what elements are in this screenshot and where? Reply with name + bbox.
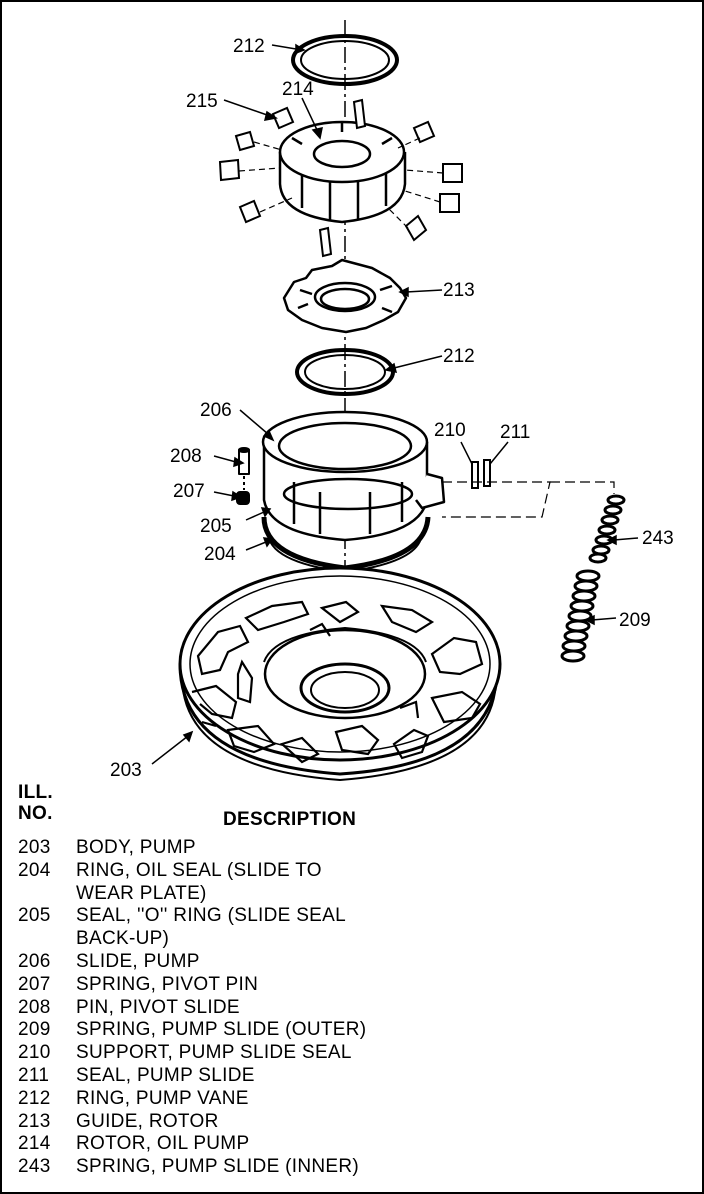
legend-rows: 203 BODY, PUMP 204 RING, OIL SEAL (SLIDE TO… xyxy=(18,837,698,1179)
legend-part-description: SLIDE, PUMP xyxy=(76,950,200,972)
spring-alignment-line xyxy=(442,481,615,518)
legend-part-number: 214 xyxy=(18,1133,51,1155)
legend-row: BACK-UP) xyxy=(18,928,698,951)
legend-part-number: 207 xyxy=(18,973,51,995)
callout-206: 206 xyxy=(200,400,232,421)
legend-row: 205 SEAL, ''O'' RING (SLIDE SEAL xyxy=(18,905,698,928)
legend-part-description: WEAR PLATE) xyxy=(76,882,207,904)
legend-part-description: ROTOR, OIL PUMP xyxy=(76,1133,250,1155)
legend-part-number: 203 xyxy=(18,837,51,858)
legend-row: WEAR PLATE) xyxy=(18,883,698,906)
legend-row: 210 SUPPORT, PUMP SLIDE SEAL xyxy=(18,1042,698,1065)
callout-209: 209 xyxy=(619,610,651,631)
legend-part-number: 211 xyxy=(18,1064,50,1086)
callout-203: 203 xyxy=(110,760,142,781)
callout-210: 210 xyxy=(434,420,466,441)
rotor-guide xyxy=(282,258,408,334)
legend-row: 213 GUIDE, ROTOR xyxy=(18,1111,698,1134)
leader-lines xyxy=(151,43,639,765)
callout-213: 213 xyxy=(443,280,475,301)
legend-part-number: 213 xyxy=(18,1110,51,1132)
legend-part-number: 210 xyxy=(18,1042,51,1064)
legend-part-description: BACK-UP) xyxy=(76,928,170,950)
callout-243: 243 xyxy=(642,528,674,549)
legend-part-description: SEAL, ''O'' RING (SLIDE SEAL xyxy=(76,905,346,927)
legend-part-number: 206 xyxy=(18,950,51,972)
callout-215: 215 xyxy=(186,91,218,112)
legend-row: 214 ROTOR, OIL PUMP xyxy=(18,1133,698,1156)
legend-row: 243 SPRING, PUMP SLIDE (INNER) xyxy=(18,1156,698,1179)
callout-212-top: 212 xyxy=(233,36,265,57)
exploded-pump-diagram: 212 214 215 213 212 206 210 211 208 207 … xyxy=(110,20,674,781)
legend-header-ill: ILL. NO. xyxy=(18,782,53,824)
legend-row: 209 SPRING, PUMP SLIDE (OUTER) xyxy=(18,1019,698,1042)
callout-212-lower: 212 xyxy=(443,346,475,367)
legend-row: 207 SPRING, PIVOT PIN xyxy=(18,974,698,997)
vane-direction-lines xyxy=(238,137,444,229)
legend-row: 203 BODY, PUMP xyxy=(18,837,698,860)
legend-part-description: SPRING, PUMP SLIDE (INNER) xyxy=(76,1156,359,1178)
legend-part-description: SEAL, PUMP SLIDE xyxy=(76,1064,255,1086)
legend-row: 212 RING, PUMP VANE xyxy=(18,1088,698,1111)
callout-204: 204 xyxy=(204,544,236,565)
callout-207: 207 xyxy=(173,481,205,502)
pump-slide xyxy=(261,410,446,542)
callout-numbers: 212 214 215 213 212 206 210 211 208 207 … xyxy=(110,36,674,781)
callout-211: 211 xyxy=(500,422,530,443)
legend-part-description: RING, OIL SEAL (SLIDE TO xyxy=(76,859,322,881)
legend-part-number: 209 xyxy=(18,1019,51,1041)
outer-slide-spring xyxy=(560,569,601,663)
legend-part-number: 204 xyxy=(18,859,51,881)
callout-205: 205 xyxy=(200,516,232,537)
vane-ring-top xyxy=(291,34,399,86)
legend-part-number: 205 xyxy=(18,905,51,927)
pump-body-passages xyxy=(191,600,484,764)
rotor-vanes xyxy=(218,98,463,258)
oil-pump-rotor xyxy=(278,120,407,224)
callout-208: 208 xyxy=(170,446,202,467)
legend-part-number: 243 xyxy=(18,1156,51,1178)
legend-part-description: PIN, PIVOT SLIDE xyxy=(76,996,240,1018)
legend-part-description: SPRING, PUMP SLIDE (OUTER) xyxy=(76,1019,367,1041)
legend-row: 206 SLIDE, PUMP xyxy=(18,951,698,974)
legend-row: 211 SEAL, PUMP SLIDE xyxy=(18,1065,698,1088)
legend-part-number: 208 xyxy=(18,996,51,1018)
legend-part-description: SPRING, PIVOT PIN xyxy=(76,973,259,995)
legend-part-description: RING, PUMP VANE xyxy=(76,1087,249,1109)
legend-part-description: SUPPORT, PUMP SLIDE SEAL xyxy=(76,1042,352,1064)
legend-row: 208 PIN, PIVOT SLIDE xyxy=(18,997,698,1020)
callout-214: 214 xyxy=(282,79,314,100)
slide-seal-support xyxy=(471,459,491,489)
legend-row: 204 RING, OIL SEAL (SLIDE TO xyxy=(18,860,698,883)
legend-part-number: 212 xyxy=(18,1087,51,1109)
pivot-spring xyxy=(236,476,250,505)
legend-part-description: GUIDE, ROTOR xyxy=(76,1110,219,1132)
inner-slide-spring xyxy=(588,494,626,564)
legend-header-description: DESCRIPTION xyxy=(223,809,357,830)
legend-part-description: BODY, PUMP xyxy=(76,837,196,858)
